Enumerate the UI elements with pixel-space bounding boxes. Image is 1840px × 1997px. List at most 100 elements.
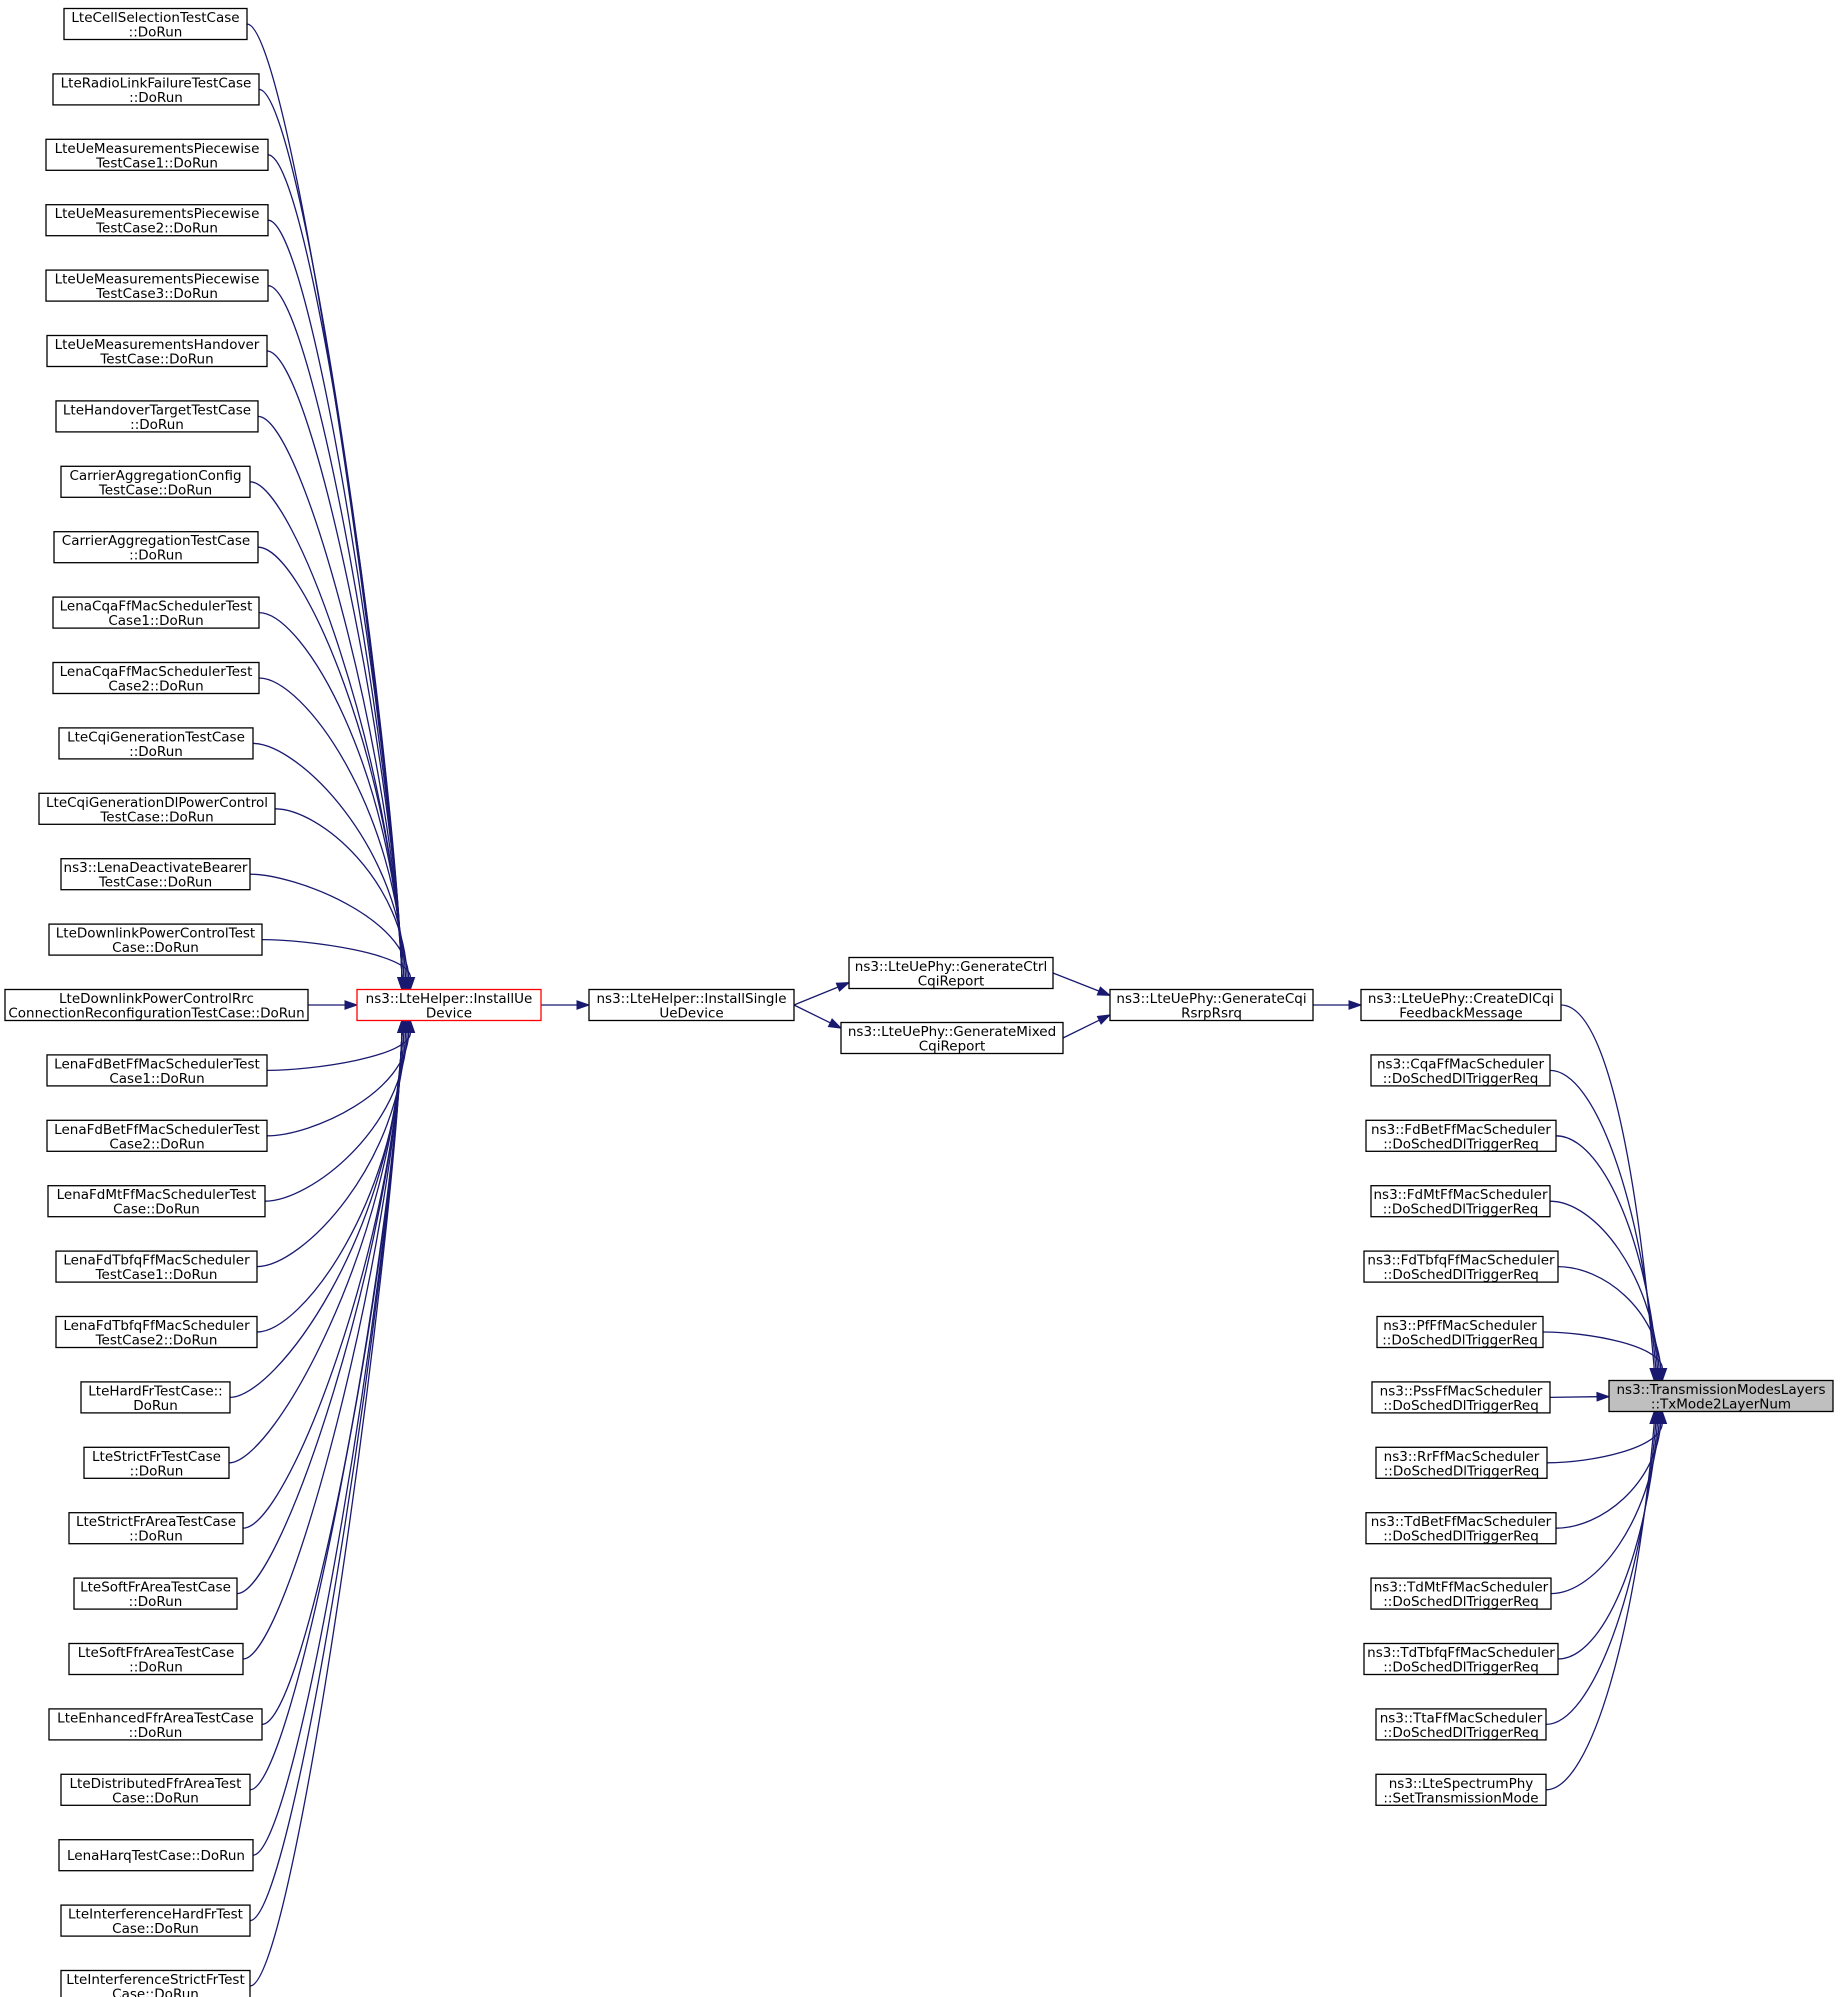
node-r1[interactable]: ns3::CqaFfMacScheduler::DoSchedDlTrigger… — [1370, 1054, 1551, 1087]
node-r11[interactable]: ns3::TtaFfMacScheduler::DoSchedDlTrigger… — [1375, 1708, 1547, 1741]
node-r12[interactable]: ns3::LteSpectrumPhy::SetTransmissionMode — [1375, 1773, 1547, 1806]
node-box — [68, 1512, 244, 1545]
node-box — [588, 988, 795, 1022]
node-l21[interactable]: LteHardFrTestCase::DoRun — [80, 1381, 231, 1414]
node-l1[interactable]: LteRadioLinkFailureTestCase::DoRun — [52, 73, 260, 106]
edge-r4-to-root — [1557, 1265, 1666, 1383]
edge-l3-to-installUe — [267, 219, 407, 992]
node-label-line: LenaCqaFfMacSchedulerTest — [60, 664, 253, 680]
edge-l0-to-installUe — [246, 23, 407, 992]
node-box — [45, 269, 269, 302]
node-box — [48, 1708, 263, 1741]
node-box — [47, 1185, 266, 1218]
node-label-line: ns3::TdMtFfMacScheduler — [1374, 1580, 1549, 1596]
node-label-line: ns3::TdBetFfMacScheduler — [1371, 1514, 1552, 1530]
node-label-line: Case::DoRun — [113, 1202, 200, 1218]
node-r4[interactable]: ns3::FdTbfqFfMacScheduler::DoSchedDlTrig… — [1363, 1250, 1559, 1283]
node-r2[interactable]: ns3::FdBetFfMacScheduler::DoSchedDlTrigg… — [1365, 1119, 1557, 1152]
node-label-line: TestCase::DoRun — [99, 352, 213, 368]
node-r9[interactable]: ns3::TdMtFfMacScheduler::DoSchedDlTrigge… — [1370, 1577, 1552, 1610]
node-l25[interactable]: LteSoftFfrAreaTestCase::DoRun — [68, 1642, 244, 1676]
edge-l14-to-installUe — [261, 938, 416, 992]
node-label-line: ns3::FdBetFfMacScheduler — [1371, 1122, 1551, 1138]
node-r7[interactable]: ns3::RrFfMacScheduler::DoSchedDlTriggerR… — [1375, 1446, 1548, 1479]
node-label-line: TestCase::DoRun — [98, 875, 212, 891]
node-l6[interactable]: LteHandoverTargetTestCase::DoRun — [55, 400, 259, 433]
node-l0[interactable]: LteCellSelectionTestCase::DoRun — [63, 7, 248, 41]
node-l12[interactable]: LteCqiGenerationDlPowerControlTestCase::… — [38, 792, 276, 825]
node-r0[interactable]: ns3::LteUePhy::CreateDlCqiFeedbackMessag… — [1360, 988, 1562, 1022]
edge-r5-to-root — [1542, 1331, 1668, 1383]
node-label-line: LteUeMeasurementsHandover — [55, 337, 260, 353]
node-box — [1363, 1642, 1559, 1676]
node-r5[interactable]: ns3::PfFfMacScheduler::DoSchedDlTriggerR… — [1376, 1315, 1544, 1349]
node-label-line: LteSoftFrAreaTestCase — [80, 1580, 231, 1596]
node-label-line: Case::DoRun — [112, 1921, 199, 1937]
edge-line — [1550, 1423, 1660, 1595]
node-l23[interactable]: LteStrictFrAreaTestCase::DoRun — [68, 1512, 244, 1545]
node-l3[interactable]: LteUeMeasurementsPiecewiseTestCase2::DoR… — [45, 204, 269, 237]
node-r10[interactable]: ns3::TdTbfqFfMacScheduler::DoSchedDlTrig… — [1363, 1642, 1559, 1676]
node-label-line: ns3::PssFfMacScheduler — [1380, 1383, 1543, 1399]
node-label-line: ConnectionReconfigurationTestCase::DoRun — [8, 1006, 304, 1022]
node-label-line: ::DoRun — [129, 25, 183, 41]
edge-r2-to-root — [1555, 1135, 1663, 1383]
node-r3[interactable]: ns3::FdMtFfMacScheduler::DoSchedDlTrigge… — [1370, 1185, 1551, 1218]
node-label-line: Case::DoRun — [112, 1987, 199, 1997]
edge-r11-to-root — [1545, 1409, 1661, 1726]
node-l11[interactable]: LteCqiGenerationTestCase::DoRun — [58, 727, 254, 760]
node-label-line: ns3::FdTbfqFfMacScheduler — [1367, 1253, 1555, 1269]
node-l8[interactable]: CarrierAggregationTestCase::DoRun — [53, 531, 259, 564]
node-label-line: ::DoSchedDlTriggerReq — [1383, 1398, 1539, 1414]
node-box — [60, 465, 251, 498]
node-label-line: ns3::LteHelper::InstallSingle — [596, 991, 786, 1007]
node-r6[interactable]: ns3::PssFfMacScheduler::DoSchedDlTrigger… — [1371, 1381, 1551, 1414]
node-l15[interactable]: LteDownlinkPowerControlRrcConnectionReco… — [4, 988, 309, 1022]
node-l2[interactable]: LteUeMeasurementsPiecewiseTestCase1::DoR… — [45, 138, 269, 171]
edge-l16-to-installUe — [266, 1018, 416, 1072]
node-label-line: ns3::LteUePhy::GenerateCtrl — [855, 959, 1047, 975]
node-l24[interactable]: LteSoftFrAreaTestCase::DoRun — [73, 1577, 238, 1610]
node-r8[interactable]: ns3::TdBetFfMacScheduler::DoSchedDlTrigg… — [1365, 1512, 1557, 1545]
node-tx-mode2-layer-num[interactable]: ns3::TransmissionModesLayers::TxMode2Lay… — [1608, 1379, 1834, 1413]
edge-l26-to-installUe — [261, 1018, 407, 1726]
node-label-line: ::DoSchedDlTriggerReq — [1383, 1267, 1539, 1283]
edge-line — [228, 1032, 403, 1464]
node-l26[interactable]: LteEnhancedFfrAreaTestCase::DoRun — [48, 1708, 263, 1741]
node-box — [52, 661, 260, 695]
node-l22[interactable]: LteStrictFrTestCase::DoRun — [83, 1446, 230, 1479]
edge-l15-to-installUe — [308, 1000, 359, 1010]
node-label-line: LteCqiGenerationDlPowerControl — [46, 795, 268, 811]
node-l4[interactable]: LteUeMeasurementsPiecewiseTestCase3::DoR… — [45, 269, 269, 302]
node-l28[interactable]: LenaHarqTestCase::DoRun — [58, 1839, 254, 1872]
edge-line — [1549, 1396, 1598, 1399]
edge-line — [249, 1032, 403, 1922]
edge-arrowhead — [827, 1018, 843, 1029]
node-box — [1363, 1250, 1559, 1283]
node-label-line: LteStrictFrAreaTestCase — [76, 1514, 236, 1530]
node-label-line: ns3::TransmissionModesLayers — [1617, 1382, 1826, 1398]
edge-line — [1555, 1135, 1659, 1369]
node-label-line: Case::DoRun — [112, 940, 199, 956]
node-box — [55, 1315, 258, 1349]
node-label-line: ::DoRun — [129, 1660, 183, 1676]
